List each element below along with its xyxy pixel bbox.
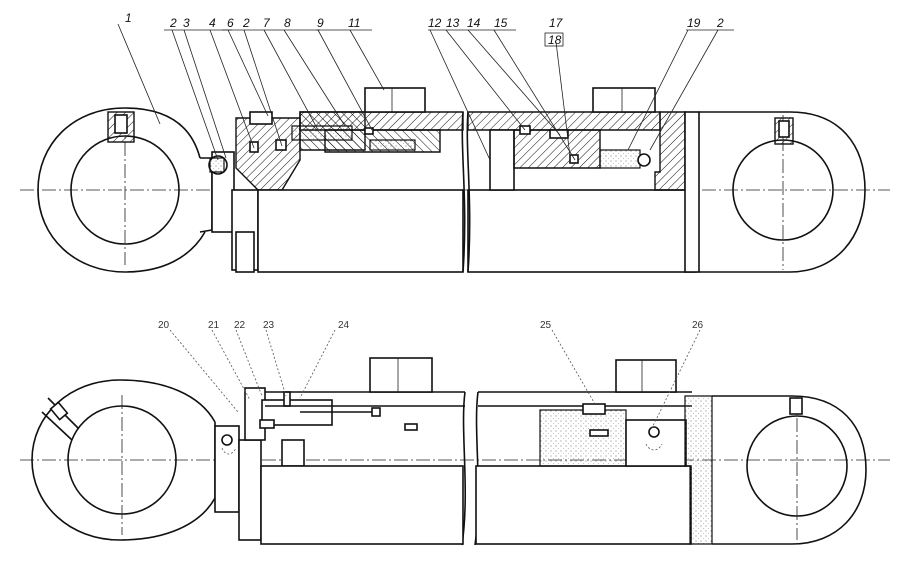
label-21: 21 [208, 320, 220, 331]
label-26: 26 [692, 320, 704, 331]
rod-bottom-right [475, 465, 692, 545]
label-22: 22 [234, 320, 246, 331]
label-25: 25 [540, 320, 552, 331]
barrel-bottom [265, 357, 692, 546]
label-11: 11 [348, 16, 360, 30]
label-1: 1 [125, 11, 132, 25]
label-12: 12 [428, 16, 442, 30]
right-eye-top [732, 111, 866, 273]
label-18: 18 [548, 33, 562, 47]
label-2a: 2 [169, 16, 177, 30]
label-2b: 2 [242, 16, 250, 30]
end-cap-top [654, 111, 790, 273]
label-8: 8 [284, 16, 291, 30]
bottom-view: 20 21 22 23 24 25 26 [20, 320, 890, 546]
bottom-leaders [169, 329, 701, 429]
label-4: 4 [209, 16, 216, 30]
label-9: 9 [317, 16, 324, 30]
label-20: 20 [158, 320, 170, 331]
rod-end-top [208, 151, 259, 273]
label-17: 17 [549, 16, 564, 30]
rod-bottom [260, 465, 464, 545]
barrel-top [299, 87, 661, 273]
bottom-labels: 20 21 22 23 24 25 26 [158, 320, 704, 331]
label-14: 14 [467, 16, 481, 30]
label-15: 15 [494, 16, 508, 30]
rod-top [257, 189, 464, 273]
label-7: 7 [263, 16, 271, 30]
rod-top-right [467, 189, 697, 273]
top-view: 1 2 3 4 6 2 7 8 9 11 12 13 14 15 17 18 1… [20, 11, 890, 273]
label-24: 24 [338, 320, 350, 331]
end-cap-bottom [684, 395, 792, 545]
label-13: 13 [446, 16, 460, 30]
label-3: 3 [183, 16, 190, 30]
rod-end-bottom [214, 425, 262, 541]
piston-top [489, 125, 651, 191]
piston-bottom [539, 403, 687, 467]
right-eye-bottom [746, 395, 867, 545]
gland-bottom [244, 387, 418, 467]
label-23: 23 [263, 320, 275, 331]
top-labels: 1 2 3 4 6 2 7 8 9 11 12 13 14 15 17 18 1… [125, 11, 724, 47]
top-leaders [117, 23, 734, 161]
guide-top [324, 127, 441, 153]
label-19: 19 [687, 16, 701, 30]
label-2c: 2 [716, 16, 724, 30]
label-6: 6 [227, 16, 234, 30]
left-eye-top [37, 107, 213, 273]
